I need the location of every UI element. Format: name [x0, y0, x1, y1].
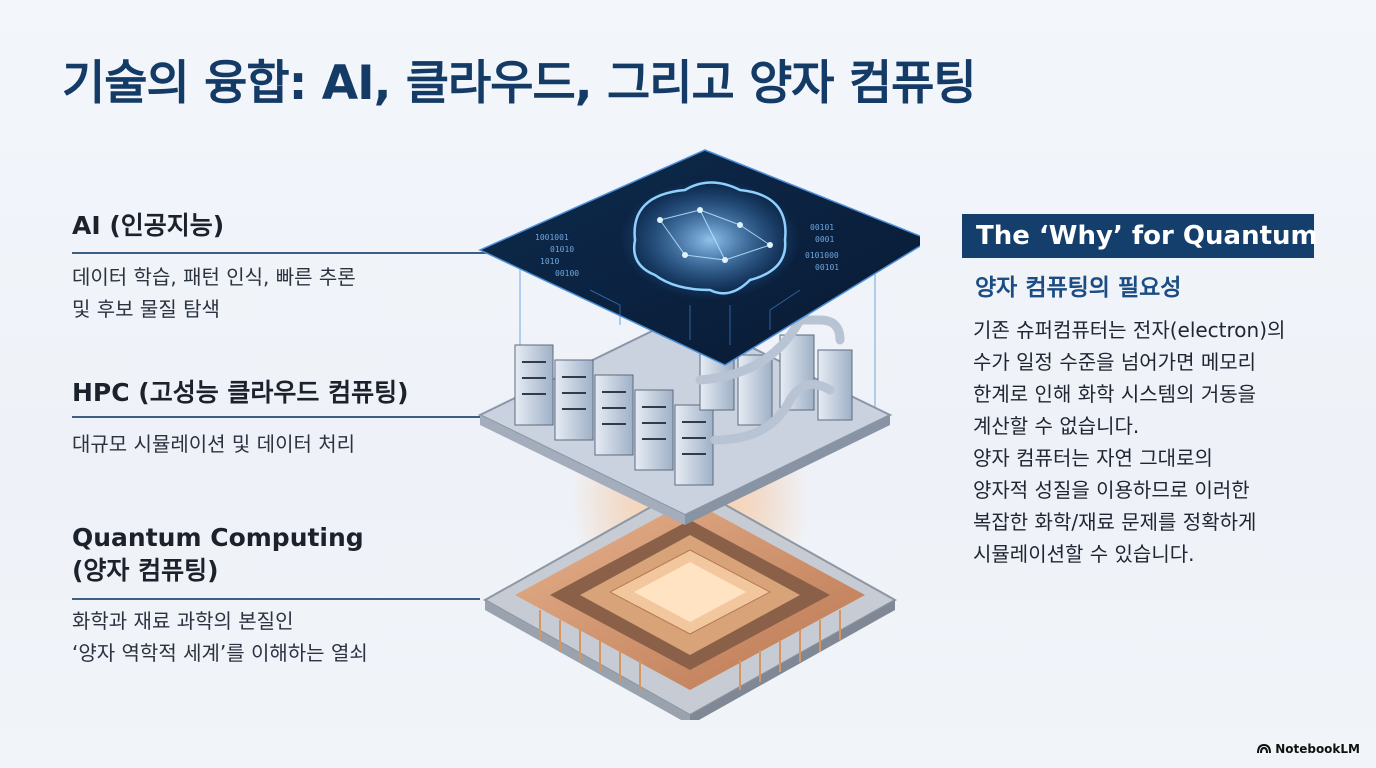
ai-description: 데이터 학습, 패턴 인식, 빠른 추론 및 후보 물질 탐색	[72, 261, 492, 325]
brand-label: NotebookLM	[1275, 742, 1360, 756]
body-line: 수가 일정 수준을 넘어가면 메모리	[973, 350, 1257, 374]
body-line: 양자적 성질을 이용하므로 이러한	[973, 478, 1250, 502]
body-line: 복잡한 화학/재료 문제를 정확하게	[973, 510, 1257, 534]
quantum-chip	[482, 483, 898, 720]
quantum-heading-line: Quantum Computing	[72, 523, 364, 552]
hpc-connector-line	[72, 416, 492, 418]
ai-description-line: 및 후보 물질 탐색	[72, 296, 220, 321]
svg-text:00100: 00100	[555, 269, 579, 278]
page-title: 기술의 융합: AI, 클라우드, 그리고 양자 컴퓨팅	[62, 56, 977, 111]
quantum-heading-line: (양자 컴퓨팅)	[72, 555, 219, 585]
ai-section: AI (인공지능) 데이터 학습, 패턴 인식, 빠른 추론 및 후보 물질 탐…	[72, 210, 492, 325]
quantum-description-line: ‘양자 역학적 세계’를 이해하는 열쇠	[72, 641, 368, 665]
hpc-description-line: 대규모 시뮬레이션 및 데이터 처리	[72, 431, 356, 456]
why-quantum-banner: The ‘Why’ for Quantum	[962, 214, 1318, 258]
quantum-connector-line	[72, 598, 480, 600]
svg-text:00101: 00101	[815, 263, 839, 272]
quantum-description-line: 화학과 재료 과학의 본질인	[72, 609, 294, 633]
binary-code-decoration: 1001001 01010 1010 00100 00101 0001 0101…	[535, 223, 839, 278]
notebooklm-logo-icon	[1257, 744, 1272, 754]
svg-text:0001: 0001	[815, 235, 834, 244]
ai-heading: AI (인공지능)	[72, 211, 225, 240]
body-line: 계산할 수 없습니다.	[973, 414, 1140, 438]
quantum-section: Quantum Computing (양자 컴퓨팅) 화학과 재료 과학의 본질…	[72, 522, 492, 669]
notebooklm-brand: NotebookLM	[1257, 742, 1360, 756]
body-line: 한계로 인해 화학 시스템의 거동을	[973, 382, 1257, 406]
quantum-description: 화학과 재료 과학의 본질인 ‘양자 역학적 세계’를 이해하는 열쇠	[72, 605, 492, 669]
ai-connector-line	[72, 252, 520, 254]
cooling-pipes	[695, 315, 845, 445]
why-quantum-body: 기존 슈퍼컴퓨터는 전자(electron)의 수가 일정 수준을 넘어가면 메…	[973, 314, 1285, 570]
svg-text:00101: 00101	[810, 223, 834, 232]
svg-text:1010: 1010	[540, 257, 559, 266]
body-line: 기존 슈퍼컴퓨터는 전자(electron)의	[973, 318, 1286, 342]
hpc-heading: HPC (고성능 클라우드 컴퓨팅)	[72, 378, 409, 407]
ai-description-line: 데이터 학습, 패턴 인식, 빠른 추론	[72, 264, 356, 289]
hpc-section: HPC (고성능 클라우드 컴퓨팅) 대규모 시뮬레이션 및 데이터 처리	[72, 377, 492, 460]
brain-icon	[632, 181, 787, 295]
body-line: 양자 컴퓨터는 자연 그대로의	[973, 446, 1213, 470]
hpc-description: 대규모 시뮬레이션 및 데이터 처리	[72, 428, 492, 460]
svg-text:01010: 01010	[550, 245, 574, 254]
tech-stack-illustration: 1001001 01010 1010 00100 00101 0001 0101…	[477, 149, 920, 720]
body-line: 시뮬레이션할 수 있습니다.	[973, 542, 1195, 566]
svg-text:1001001: 1001001	[535, 233, 569, 242]
svg-text:0101000: 0101000	[805, 251, 839, 260]
quantum-heading: Quantum Computing (양자 컴퓨팅)	[72, 522, 492, 587]
ai-brain-panel: 1001001 01010 1010 00100 00101 0001 0101…	[478, 149, 920, 366]
why-quantum-subtitle: 양자 컴퓨팅의 필요성	[975, 275, 1182, 301]
